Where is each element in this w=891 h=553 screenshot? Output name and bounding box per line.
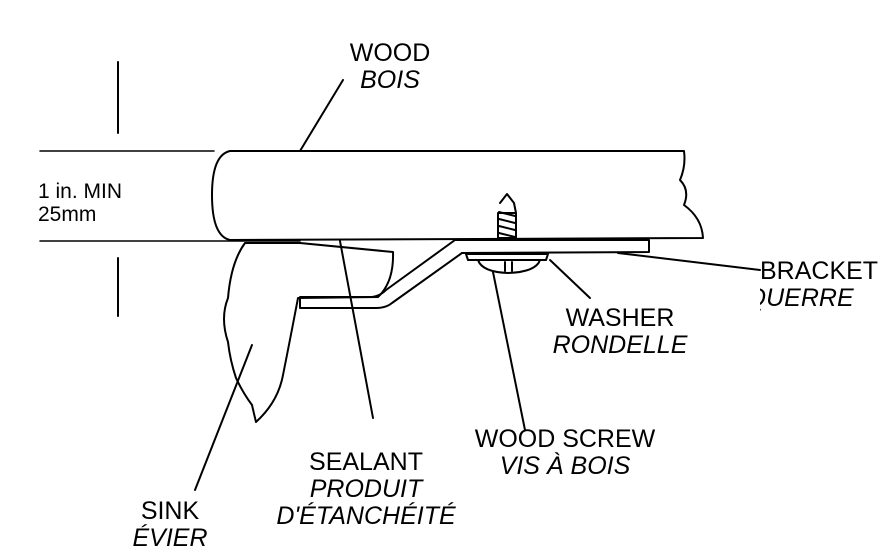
wood-panel [211,150,704,241]
bracket [299,239,650,309]
leader-wood [299,79,344,152]
leader-sink [194,344,253,491]
label-bracket-fr: ÉQUERRE [760,284,854,312]
leader-washer [549,259,591,299]
label-washer-fr: RONDELLE [552,331,688,359]
leader-wood-screw [492,271,526,431]
label-wood: WOOD BOIS [340,40,440,94]
screw-thread-3 [498,225,516,231]
label-wood-screw-fr: VIS À BOIS [499,452,631,480]
label-dimension: 1 in. MIN 25mm [38,180,122,226]
label-wood-screw: WOOD SCREW VIS À BOIS [455,426,675,480]
label-sink: SINK ÉVIER [115,498,225,552]
label-wood-fr: BOIS [360,66,420,94]
label-sink-en: SINK [140,497,200,525]
leader-sealant [339,240,374,419]
label-washer: WASHER RONDELLE [540,305,700,359]
label-sealant-fr2: D'ÉTANCHÉITÉ [276,502,456,530]
screw-thread-4 [498,232,516,238]
label-dimension-metric: 25mm [38,203,97,226]
screw-head [477,259,541,274]
sink-rim [223,242,395,423]
label-washer-en: WASHER [565,304,675,332]
label-sealant-en: SEALANT [309,448,423,476]
label-wood-en: WOOD [349,39,431,67]
label-sealant: SEALANT PRODUIT D'ÉTANCHÉITÉ [256,449,476,530]
washer [465,253,549,261]
label-bracket: BRACKET ÉQUERRE [760,258,891,312]
label-wood-screw-en: WOOD SCREW [474,425,656,453]
label-sealant-fr1: PRODUIT [309,475,423,503]
label-dimension-imperial: 1 in. MIN [38,180,123,203]
screw-thread-2 [498,218,516,224]
leader-bracket [617,252,761,271]
screw-thread-1 [498,211,516,217]
label-bracket-en: BRACKET [760,258,879,285]
label-sink-fr: ÉVIER [132,524,208,552]
